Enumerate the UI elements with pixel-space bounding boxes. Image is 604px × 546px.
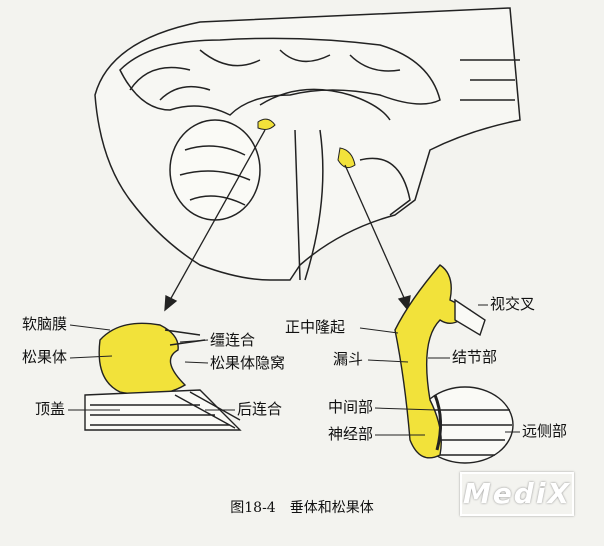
label-pars-nervosa: 神经部 xyxy=(328,425,374,443)
label-infundibulum: 漏斗 xyxy=(333,350,364,368)
label-pineal-recess: 松果体隐窝 xyxy=(210,354,286,372)
label-tectum: 顶盖 xyxy=(35,400,66,418)
label-median-eminence: 正中隆起 xyxy=(285,318,346,336)
label-optic-chiasm: 视交叉 xyxy=(490,295,536,313)
pineal-detail xyxy=(84,322,242,431)
label-pineal-body: 松果体 xyxy=(22,348,68,366)
label-pia-mater: 软脑膜 xyxy=(22,315,68,333)
brain-sagittal-section xyxy=(94,7,521,281)
highlight-regions xyxy=(257,118,356,169)
figure-caption: 图18-4 垂体和松果体 xyxy=(230,500,374,516)
leader-lines xyxy=(68,304,520,436)
label-pars-intermedia: 中间部 xyxy=(328,398,374,416)
label-posterior-commissure: 后连合 xyxy=(237,400,283,418)
label-habenular-commissure: 缰连合 xyxy=(210,331,256,349)
watermark-logo: MediX xyxy=(460,472,574,516)
pointer-arrows xyxy=(164,129,411,312)
label-pars-tuberalis: 结节部 xyxy=(452,348,498,366)
label-pars-distalis: 远侧部 xyxy=(522,422,568,440)
